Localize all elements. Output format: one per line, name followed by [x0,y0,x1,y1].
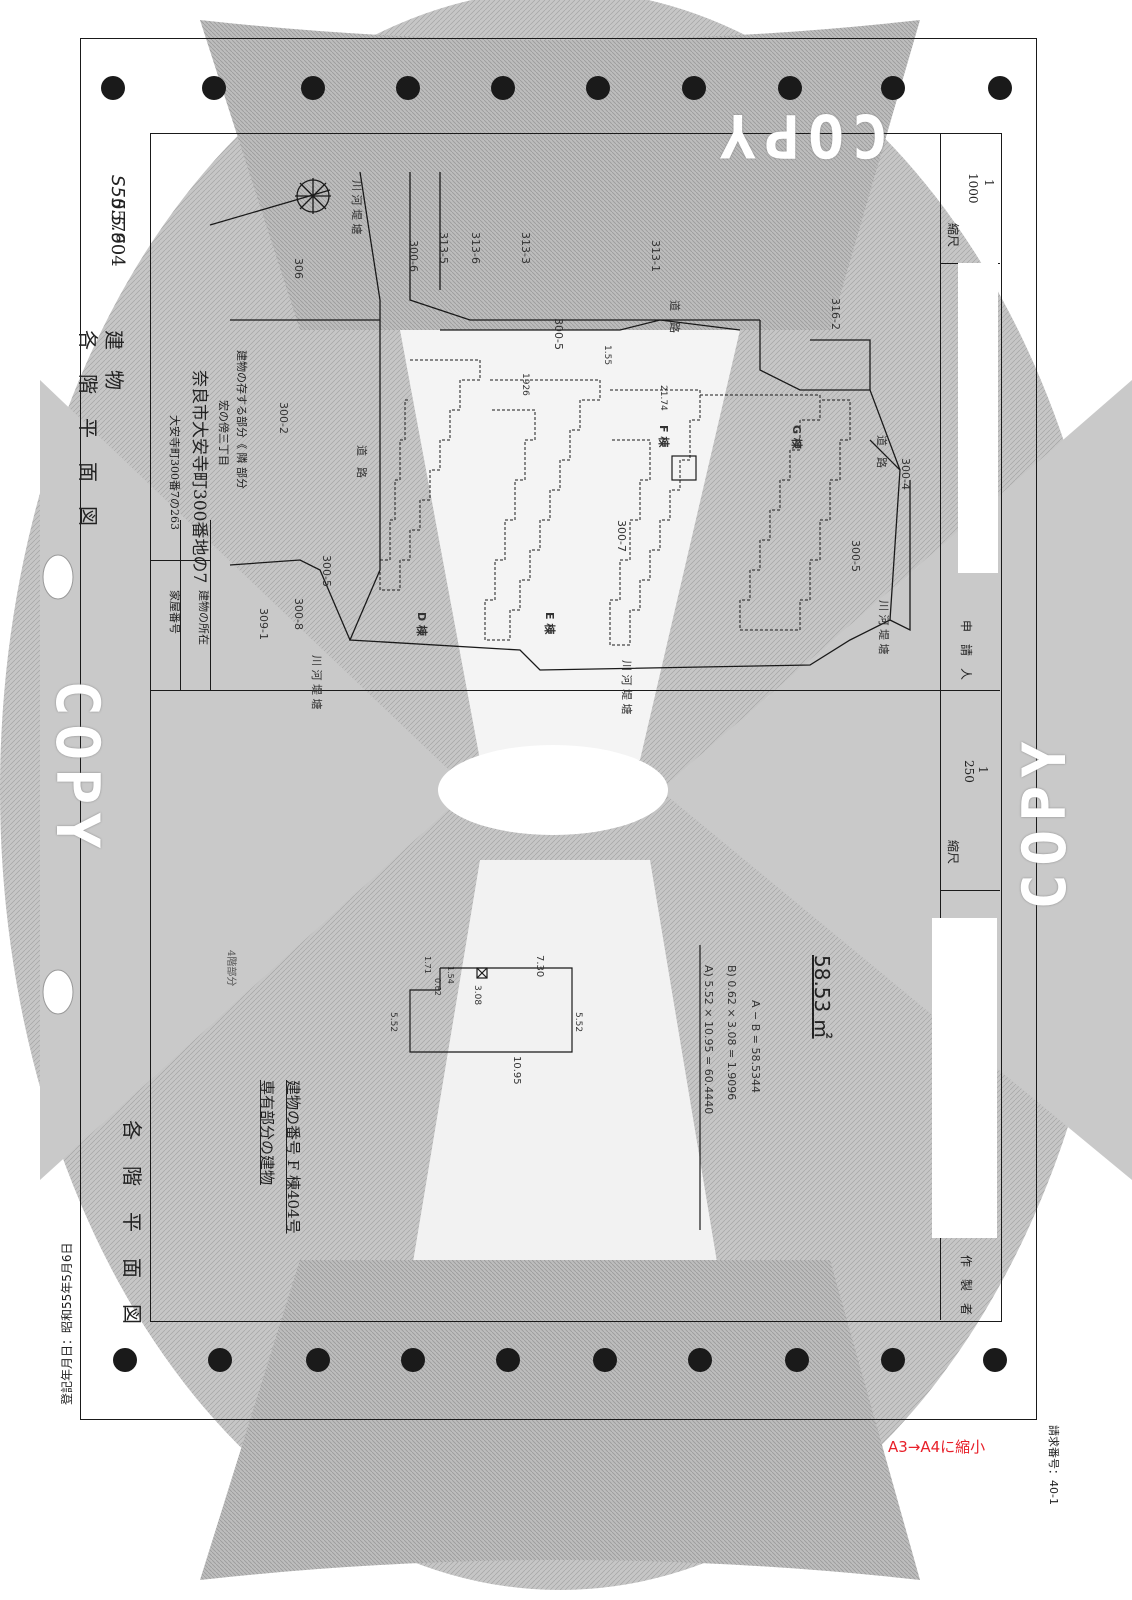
scale-mid-box: 1 250 縮尺 [940,720,1000,891]
dim-right: 5.52 [573,1012,583,1033]
request-number: 請求番号：40-1 [1047,1425,1060,1505]
dim-small-3: 0.62 [433,978,442,996]
dim-small-1: 1.71 [423,956,432,974]
dim-left: 5.52 [388,1012,398,1033]
dim-bottom: 10.95 [511,1056,522,1085]
dim-top: 7.30 [534,955,545,978]
calc-a: A) 5.52 × 10.95 = 60.4440 [702,965,715,1115]
drawing-frame [150,133,1002,1322]
redacted-creator [932,918,997,1238]
calc-c: A − B = 58.5344 [749,1000,762,1093]
outer-frame [80,38,1037,1420]
center-divider [150,690,1000,691]
floor-area: 58.53 ㎡ [810,955,834,1039]
header-table [150,520,211,690]
dim-small-2: 1.54 [446,966,455,984]
redacted-applicant [958,263,998,573]
reduction-note: A3→A4に縮小 [888,1438,986,1456]
registration-date: 登記年月日：昭和55年5月6日 [60,1242,74,1405]
calc-b: B) 0.62 × 3.08 = 1.9096 [725,965,738,1101]
title-column-line [940,133,941,1320]
dim-mid: 3.08 [472,985,482,1006]
